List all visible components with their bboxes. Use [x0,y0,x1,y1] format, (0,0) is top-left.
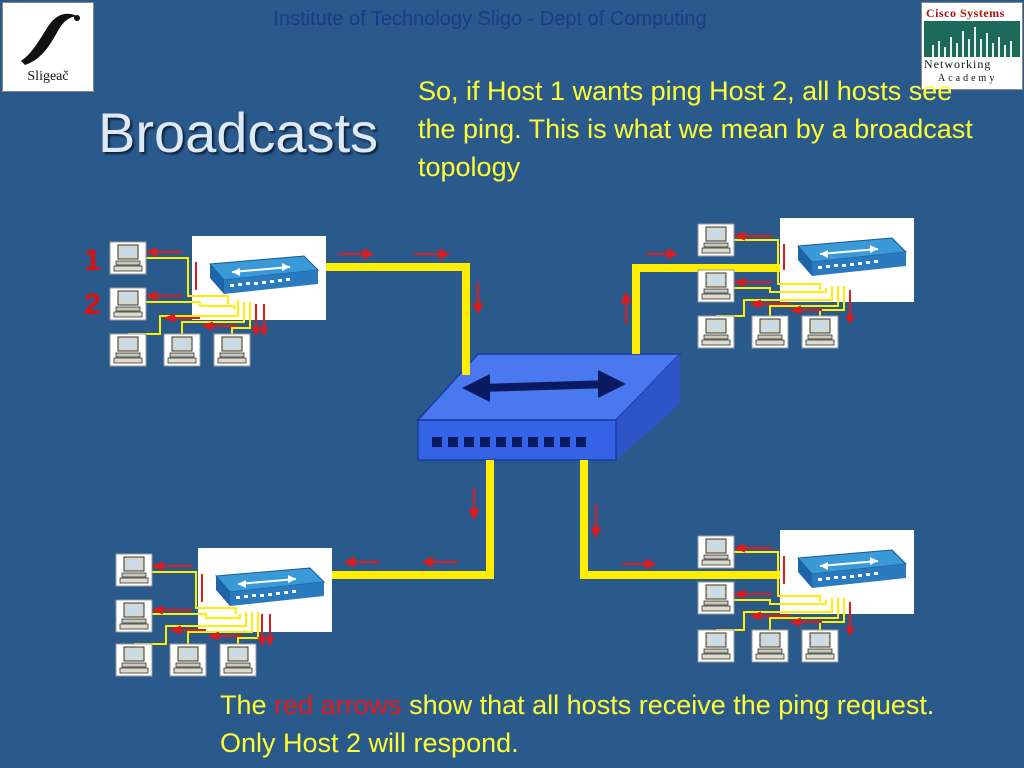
swan-logo-icon [21,13,80,66]
header-institute-text: Institute of Technology Sligo - Dept of … [273,8,707,30]
hub-top-right [697,217,915,349]
footer-red-arrows-text: red arrows [274,690,402,720]
slide-title: Broadcasts [98,101,379,164]
broadcast-arrows [145,231,855,647]
host-2-pc-icon [109,287,147,321]
cisco-logo-line1: Cisco Systems [926,6,1005,20]
hub-top-left [109,235,327,367]
central-hub-icon [416,353,682,461]
cisco-logo-line2: Networking [924,57,992,71]
host-1-pc-icon [109,241,147,275]
hub-bottom-left [115,547,333,677]
cisco-logo-line3: Academy [938,73,998,84]
sligo-logo-word: Sligeač [27,69,69,84]
backbone-cables [318,263,783,579]
footer-text: The red arrows show that all hosts recei… [220,686,980,762]
cisco-academy-logo: Cisco Systems Networking Academy [921,2,1023,90]
cisco-bars-icon [924,21,1020,57]
sligo-logo: Sligeač [2,2,94,92]
footer-text-end: show that all hosts receive the ping req… [220,690,935,758]
hub-bottom-right [697,529,915,663]
footer-text-start: The [220,690,275,720]
intro-text: So, if Host 1 wants ping Host 2, all hos… [418,76,973,182]
host-2-label: 2 [84,288,101,321]
host-1-label: 1 [84,244,101,277]
